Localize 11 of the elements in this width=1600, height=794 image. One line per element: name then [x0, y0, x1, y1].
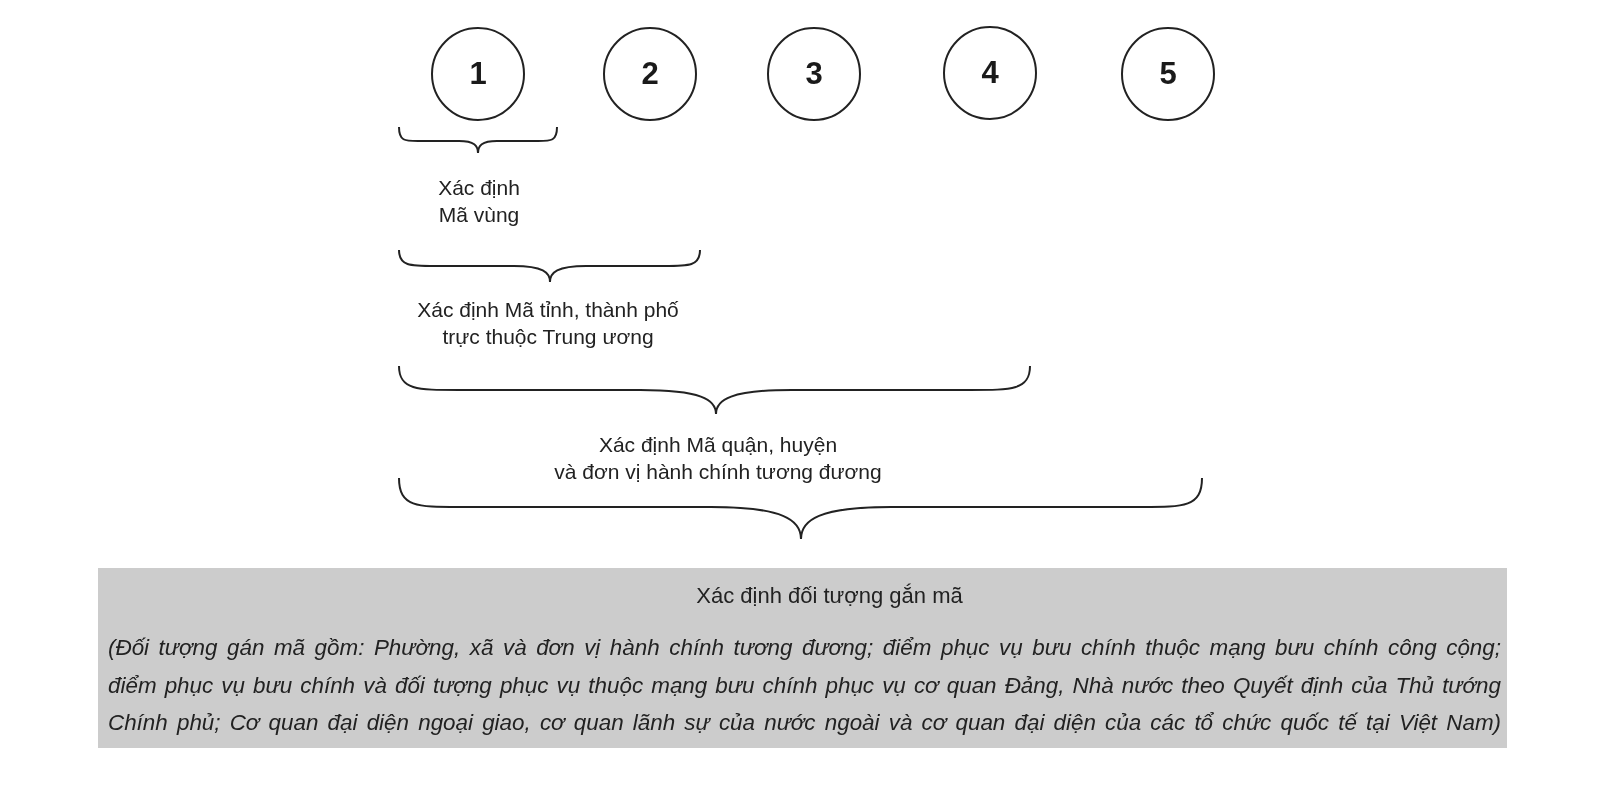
brace-label: Xác định Mã vùng	[438, 175, 520, 228]
panel-heading: Xác định đối tượng gắn mã	[695, 582, 964, 610]
brace-label: Xác định Mã tỉnh, thành phố trực thuộc Trung ương	[417, 297, 679, 350]
numbered-circle: 4	[943, 26, 1037, 120]
numbered-circle: 2	[603, 27, 697, 121]
info-panel	[98, 568, 1507, 748]
numbered-circle: 5	[1121, 27, 1215, 121]
panel-note: (Đối tượng gán mã gồm: Phường, xã và đơn vị hành chính tương đương; điểm phục vụ bưu chính thuộc mạng bưu chính công cộng; điểm phục vụ bưu chính và đối tượng phục vụ thuộc mạng bưu chính phục vụ cơ quan Đảng, Nhà nước theo Quyết định của Thủ tướng Chính phủ; Cơ quan đại diện ngoại giao, cơ quan lãnh sự của nước ngoài và cơ quan đại diện của các tổ chức quốc tế tại Việt Nam)	[108, 634, 1501, 737]
numbered-circle: 1	[431, 27, 525, 121]
numbered-circle: 3	[767, 27, 861, 121]
brace-label: Xác định Mã quận, huyện và đơn vị hành chính tương đương	[554, 432, 882, 485]
